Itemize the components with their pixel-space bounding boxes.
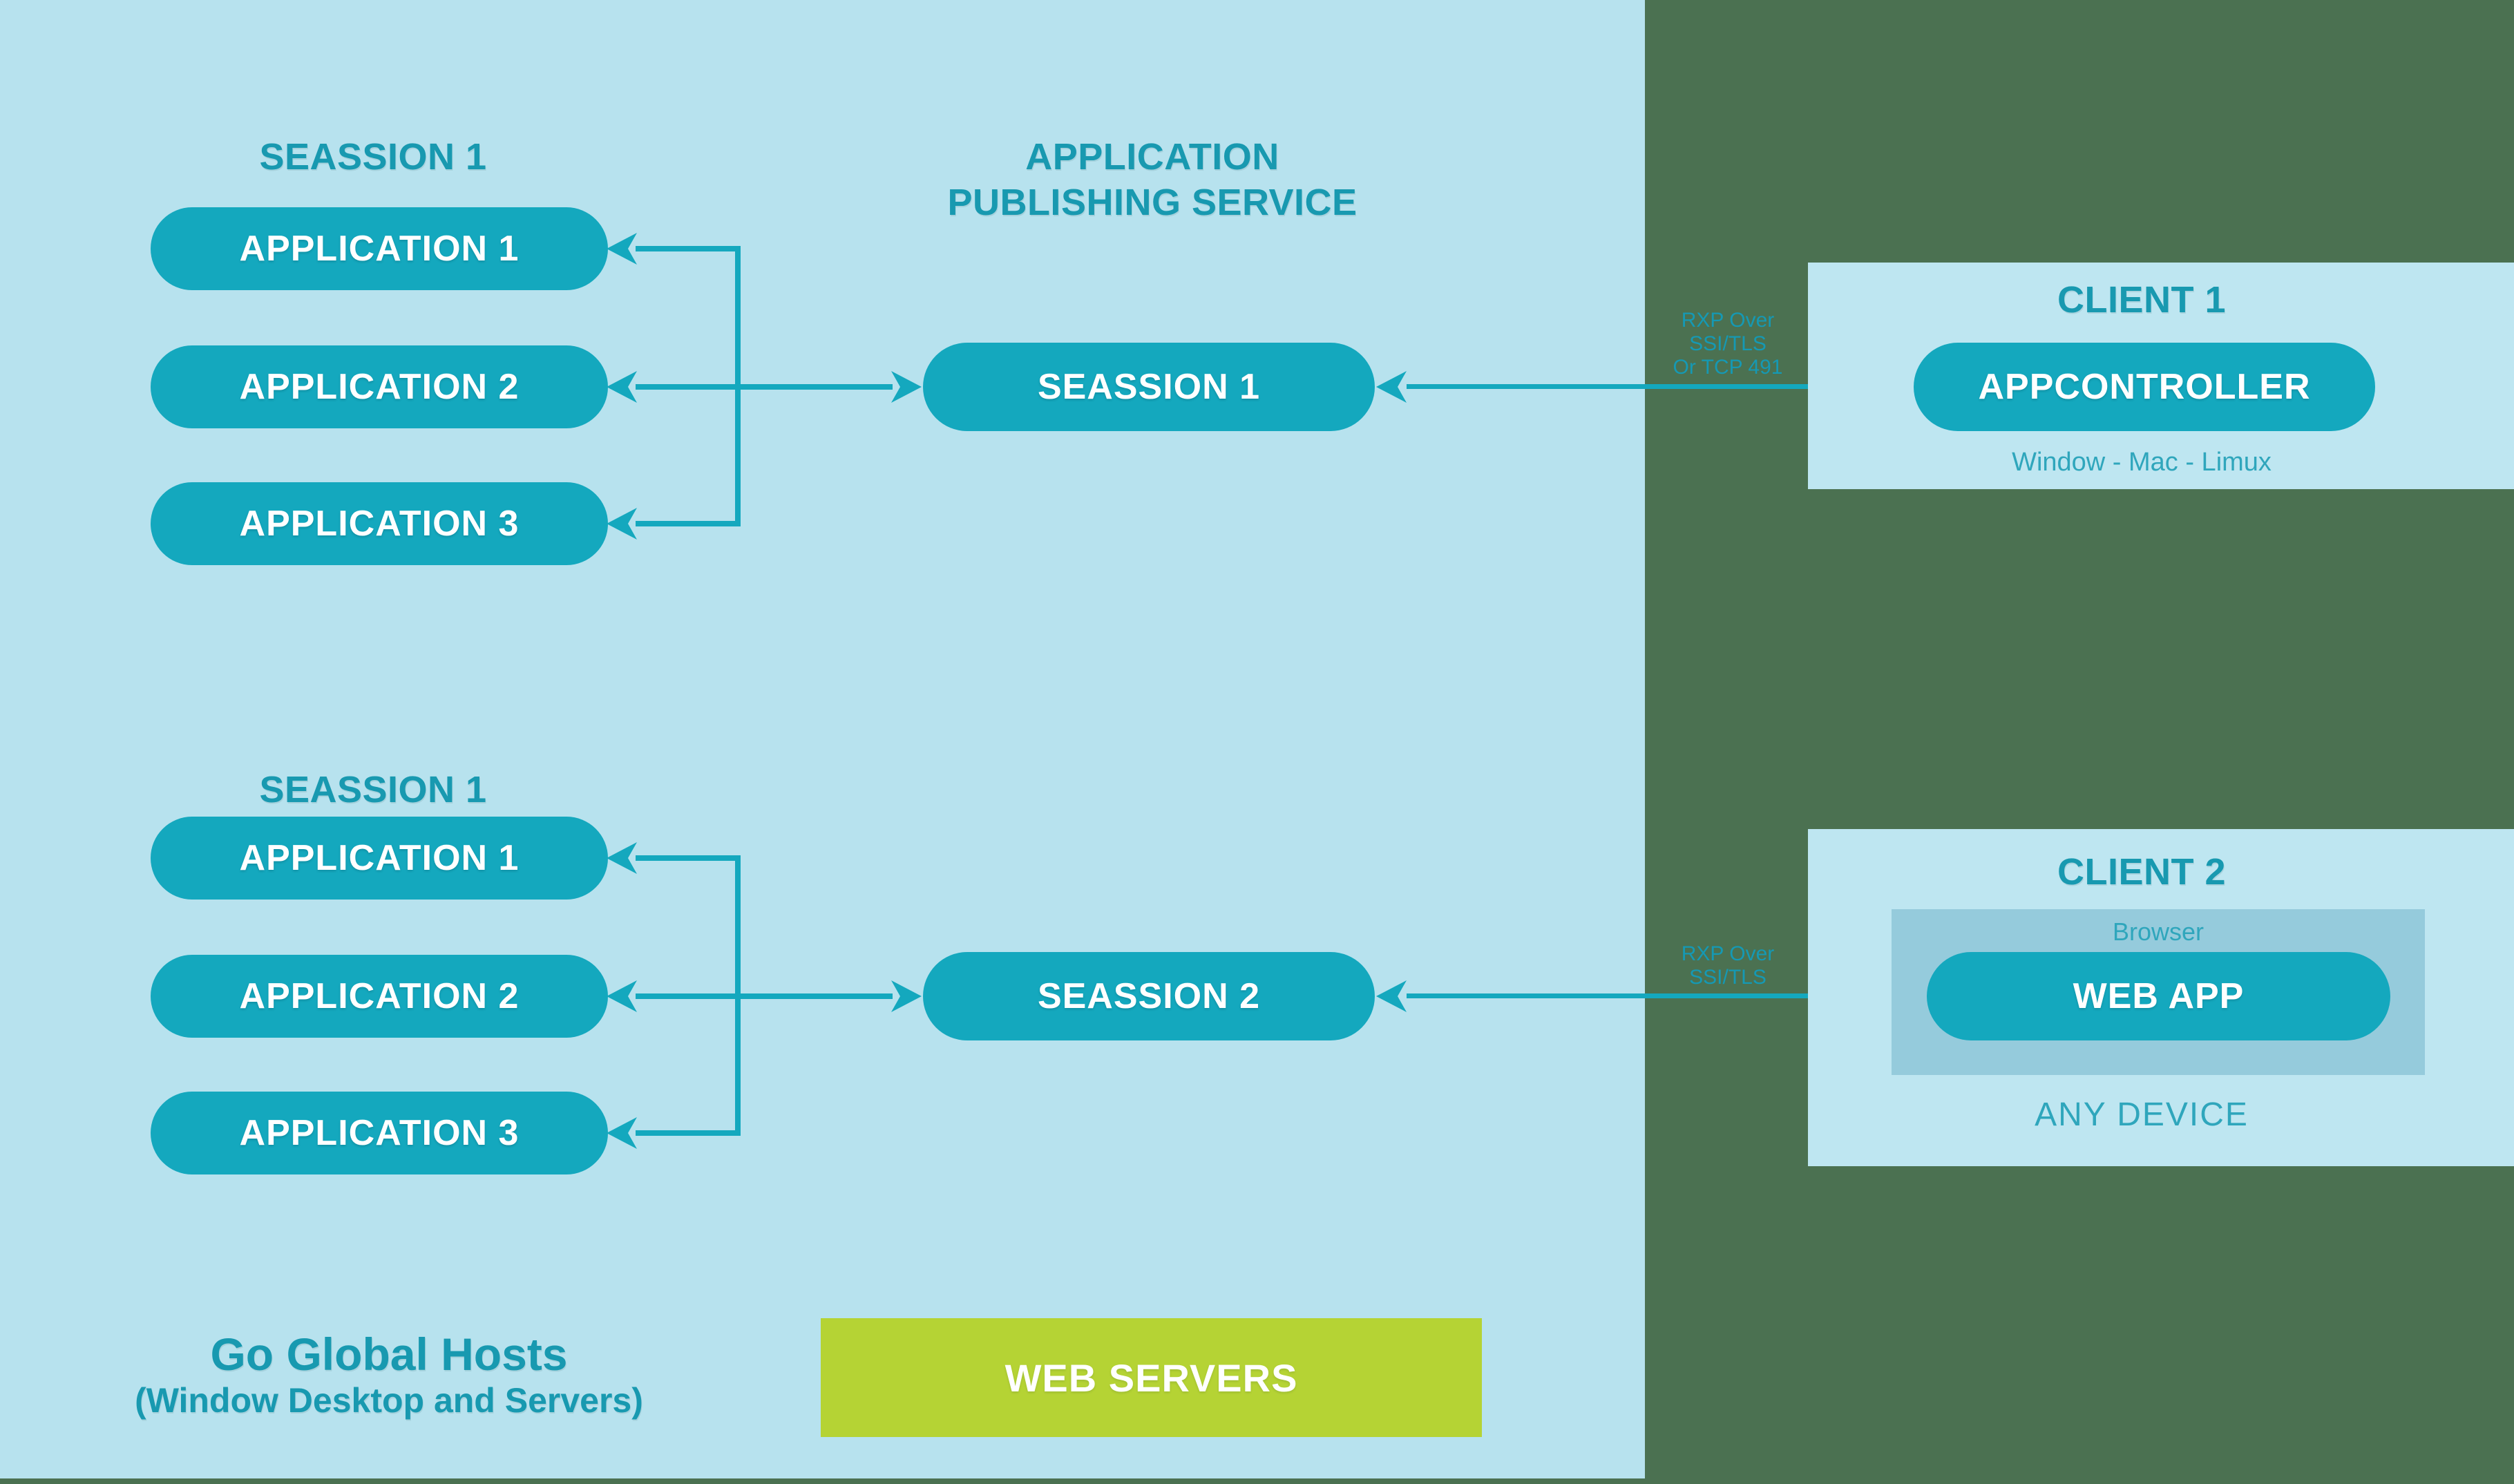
client-1-subtitle: Window - Mac - Limux: [2012, 448, 2272, 477]
client-1-title: CLIENT 1: [2057, 279, 2227, 321]
arrowhead-left-icon: [607, 233, 637, 265]
arrowhead-right-icon: [891, 980, 922, 1012]
session-group-1-heading: SEASSION 1: [259, 136, 487, 178]
bottom-link-label: RXP Over SSI/TLS: [1614, 942, 1842, 989]
link-label-line: SSI/TLS: [1689, 332, 1767, 355]
browser-label: Browser: [2112, 917, 2204, 946]
connector-line: [636, 521, 738, 526]
arrowhead-left-icon: [1376, 980, 1407, 1012]
connector-line: [735, 855, 741, 1136]
link-label-line: SSI/TLS: [1689, 966, 1767, 989]
bottom-green-strip: [0, 1478, 2514, 1484]
arrowhead-left-icon: [607, 508, 637, 540]
connector-line: [636, 246, 738, 251]
arrowhead-left-icon: [1376, 371, 1407, 403]
appcontroller-pill: APPCONTROLLER: [1914, 343, 2375, 431]
publishing-service-heading-line1: APPLICATION: [1025, 136, 1279, 178]
link-label-line: RXP Over: [1681, 309, 1775, 332]
connector-line: [636, 384, 893, 390]
top-link-label: RXP Over SSI/TLS Or TCP 491: [1614, 309, 1842, 379]
session-group-2-heading: SEASSION 1: [259, 769, 487, 810]
connector-line: [636, 1130, 738, 1136]
arrowhead-left-icon: [607, 842, 637, 874]
right-green-panel: [1645, 0, 2514, 1484]
web-app-pill: WEB APP: [1927, 952, 2390, 1040]
application-pill: APPLICATION 2: [151, 345, 608, 428]
arrowhead-left-icon: [607, 371, 637, 403]
connector-line: [636, 855, 738, 861]
connector-line: [636, 993, 893, 999]
web-servers-box: WEB SERVERS: [821, 1318, 1482, 1437]
hosts-footer-subtitle: (Window Desktop and Servers): [135, 1381, 643, 1420]
arrowhead-left-icon: [607, 1117, 637, 1149]
client-2-subtitle: ANY DEVICE: [2035, 1096, 2249, 1133]
connector-line: [1407, 384, 1889, 389]
application-pill: APPLICATION 3: [151, 1092, 608, 1174]
application-pill: APPLICATION 1: [151, 207, 608, 290]
link-label-line: Or TCP 491: [1673, 356, 1783, 379]
application-pill: APPLICATION 1: [151, 817, 608, 900]
publishing-service-heading-line2: PUBLISHING SERVICE: [947, 182, 1358, 223]
hosts-footer-title: Go Global Hosts: [210, 1329, 568, 1380]
application-pill: APPLICATION 2: [151, 955, 608, 1038]
client-2-title: CLIENT 2: [2057, 851, 2227, 893]
arrowhead-left-icon: [607, 980, 637, 1012]
connector-line: [1407, 993, 1898, 998]
session-pill: SEASSION 2: [923, 952, 1375, 1040]
arrowhead-right-icon: [891, 371, 922, 403]
application-pill: APPLICATION 3: [151, 482, 608, 565]
connector-line: [735, 246, 741, 526]
session-pill: SEASSION 1: [923, 343, 1375, 431]
link-label-line: RXP Over: [1681, 942, 1775, 965]
